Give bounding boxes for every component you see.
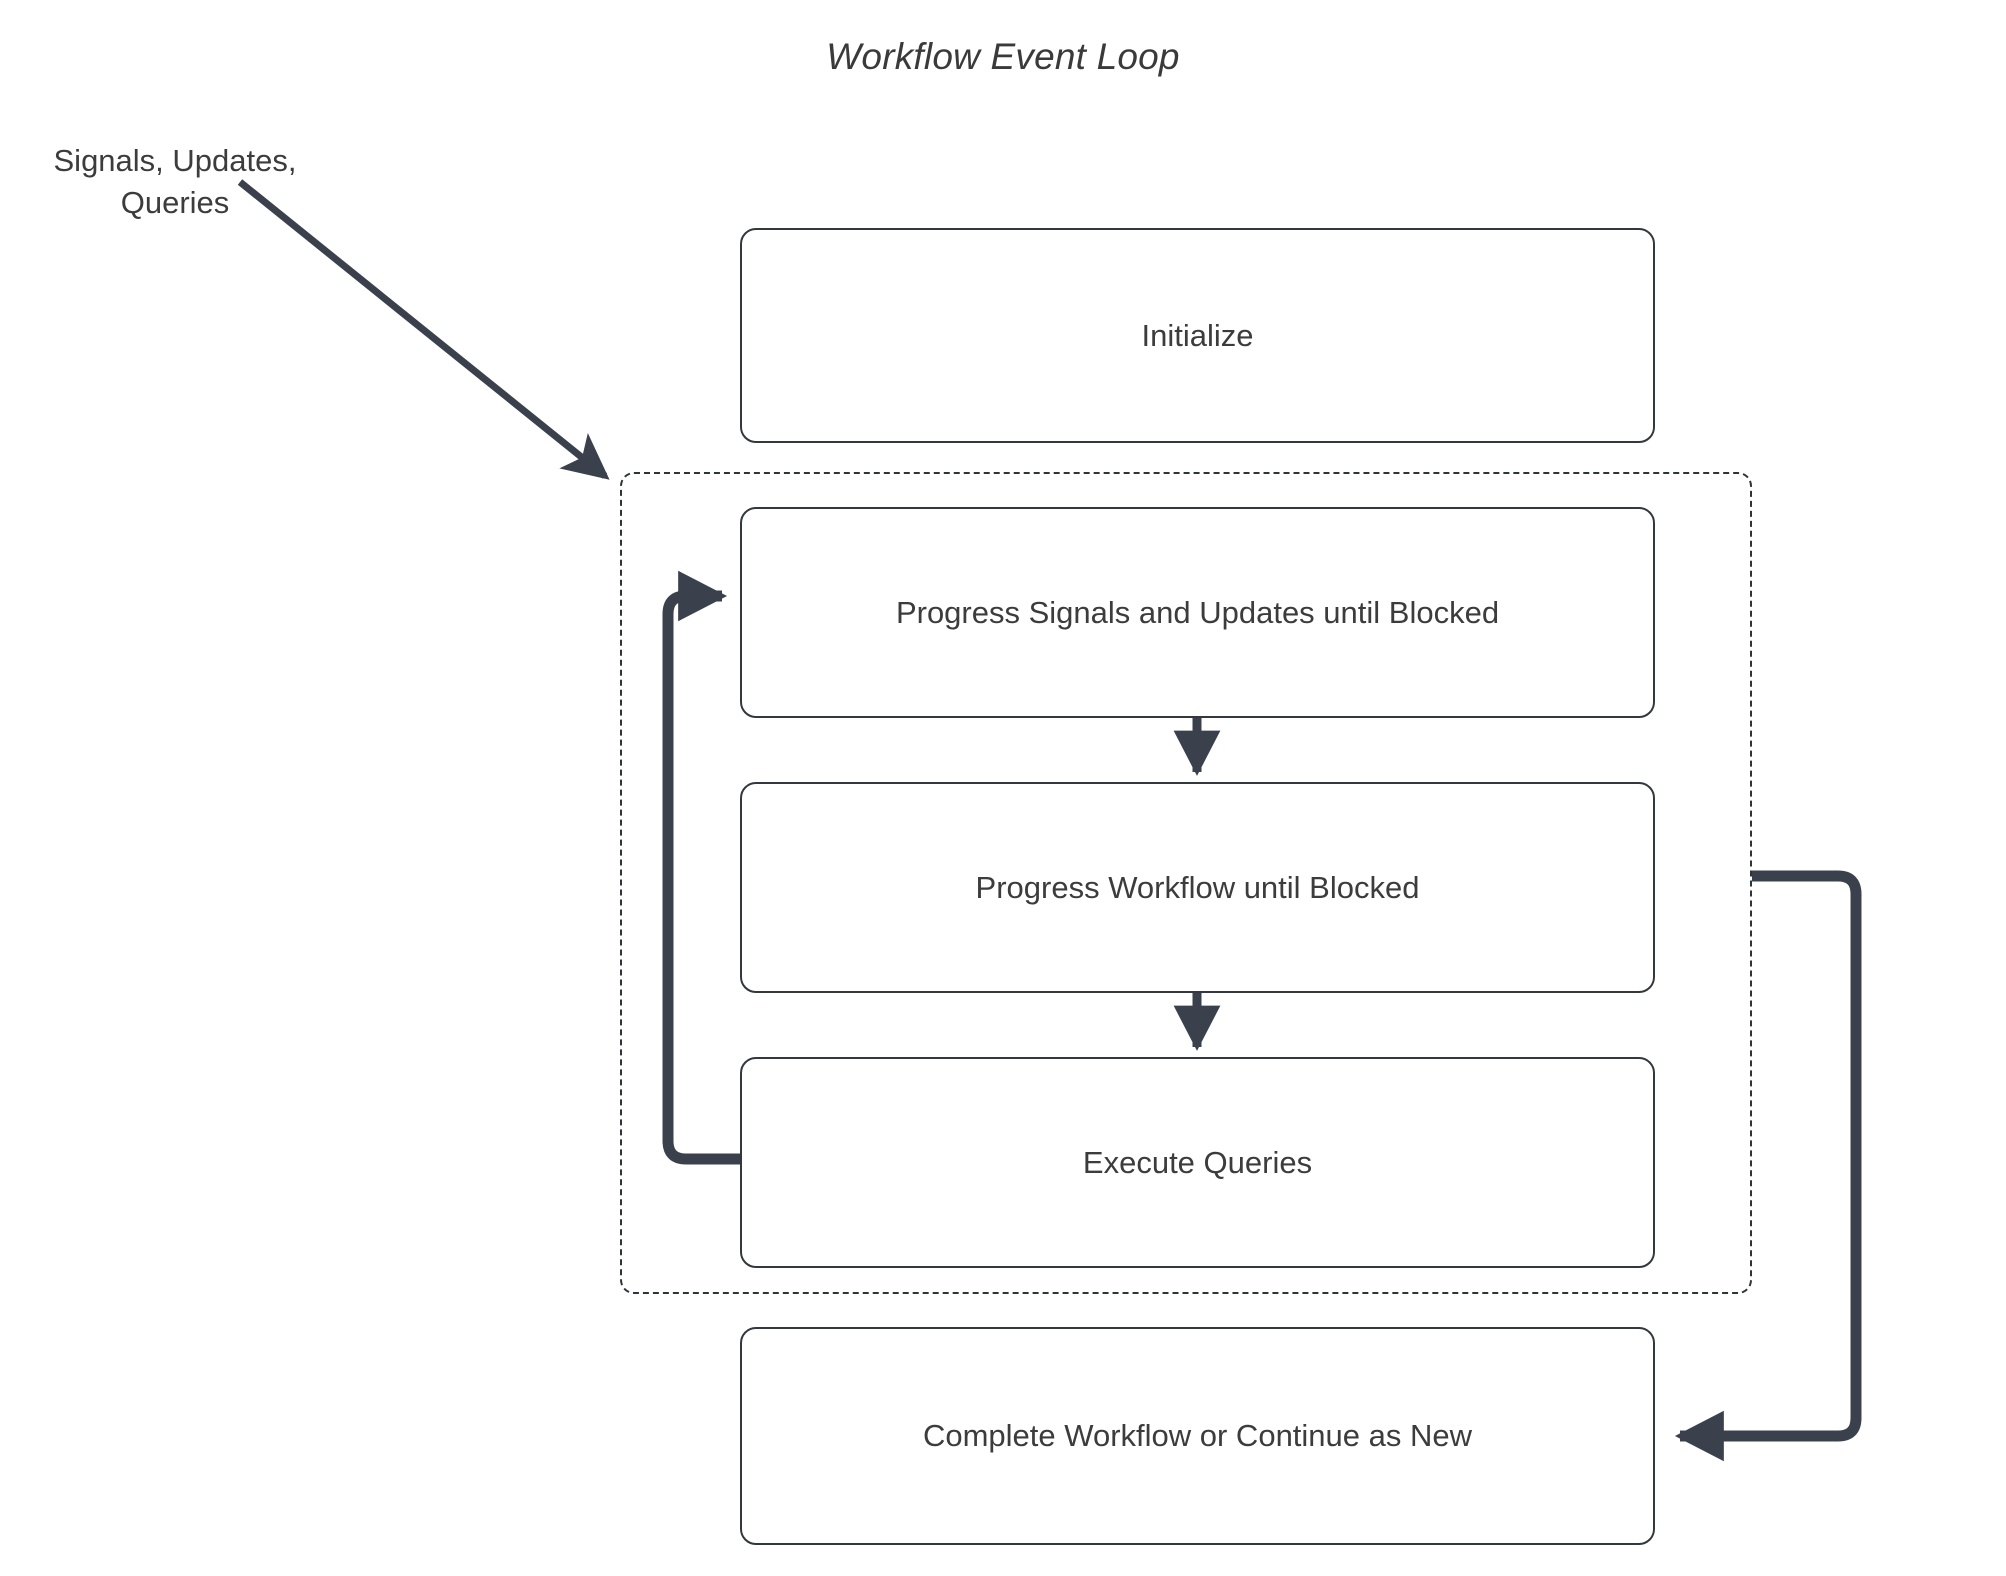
node-execute-queries[interactable]: Execute Queries: [740, 1057, 1655, 1268]
external-input-label: Signals, Updates, Queries: [10, 140, 340, 224]
node-complete-workflow[interactable]: Complete Workflow or Continue as New: [740, 1327, 1655, 1545]
node-initialize[interactable]: Initialize: [740, 228, 1655, 443]
node-execute-queries-label: Execute Queries: [1082, 1144, 1313, 1180]
edge-external-input-arrow: [237, 179, 610, 480]
event-loop-region: [620, 472, 1752, 1294]
node-progress-signals[interactable]: Progress Signals and Updates until Block…: [740, 507, 1655, 718]
node-progress-signals-label: Progress Signals and Updates until Block…: [895, 594, 1500, 630]
node-complete-workflow-label: Complete Workflow or Continue as New: [922, 1418, 1473, 1454]
external-input-label-line2: Queries: [120, 185, 230, 220]
edge-loop-to-complete: [1674, 870, 1862, 1462]
external-input-label-line1: Signals, Updates,: [53, 143, 297, 178]
node-initialize-label: Initialize: [1141, 317, 1254, 353]
edge-queries-back-to-signals: [662, 570, 740, 1165]
page-title: Workflow Event Loop: [826, 36, 1180, 77]
node-progress-workflow-label: Progress Workflow until Blocked: [975, 869, 1420, 905]
node-progress-workflow[interactable]: Progress Workflow until Blocked: [740, 782, 1655, 993]
